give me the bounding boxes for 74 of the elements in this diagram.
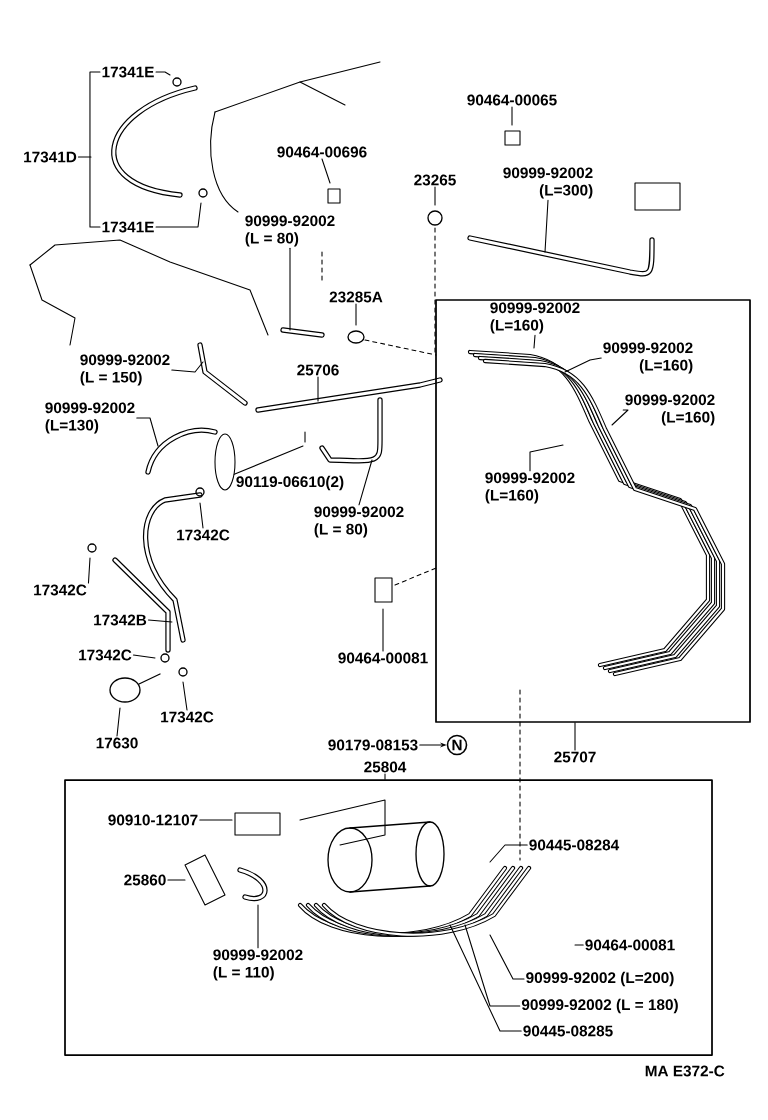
callout-number: 23265 (414, 174, 456, 186)
leader-line (136, 417, 159, 447)
callout-number: 90464-00065 (467, 94, 557, 106)
callout-number: 90445-08285 (523, 1025, 613, 1037)
callout-number: 25860 (124, 874, 166, 886)
leader-line (564, 357, 602, 373)
frame-box (64, 779, 713, 1056)
drawing-number: MA E372-C (645, 1065, 725, 1077)
leader-line (89, 71, 101, 228)
leader-line (155, 202, 202, 228)
leader-line (489, 844, 528, 863)
callout-number: 17342C (177, 529, 230, 541)
leader-line (434, 186, 436, 206)
leader-line (384, 773, 386, 780)
leader-line (449, 924, 522, 1032)
leader-line (77, 156, 92, 158)
callout-number: 17342C (34, 584, 87, 596)
leader-line (147, 619, 173, 623)
callout-number: 90464-00081 (585, 939, 675, 951)
callout-number: 17341E (102, 66, 154, 78)
callout-number: 90999-92002 (L=160) (485, 472, 575, 504)
callout-number: 90999-92002 (L=300) (503, 167, 593, 199)
leader-line (321, 158, 331, 184)
leader-line (182, 681, 188, 711)
leader-line (574, 722, 576, 751)
callout-number: 17342B (94, 614, 147, 626)
callout-number: 90464-00696 (277, 146, 367, 158)
callout-number: 90119-06610(2) (236, 475, 344, 491)
callout-number: 23285A (329, 291, 383, 303)
leader-line (358, 459, 373, 506)
leader-line (382, 608, 384, 652)
leader-line (199, 819, 233, 821)
leader-line (116, 707, 121, 737)
leader-line (317, 376, 319, 402)
callout-number: 90999-92002 (L=160) (603, 342, 693, 374)
leader-line (544, 199, 549, 253)
callout-number: 90445-08284 (529, 839, 620, 851)
frame-box (435, 299, 751, 723)
leader-line (529, 444, 564, 472)
leader-line (289, 247, 291, 331)
leader-line (464, 924, 521, 1007)
callout-number: 90999-92002 (L = 110) (213, 949, 303, 981)
callout-number: 90910-12107 (108, 814, 198, 826)
callout-number: 90999-92002 (L=200) (526, 971, 674, 987)
callout-number: 90999-92002 (L=160) (625, 394, 715, 426)
callout-number: 25804 (364, 761, 407, 773)
leader-line (167, 879, 186, 881)
leader-line (355, 303, 357, 326)
callout-number: 17342C (79, 649, 132, 661)
leader-line (87, 557, 91, 584)
callout-number: 25707 (554, 751, 596, 763)
callout-number: 90999-92002 (L = 180) (521, 998, 678, 1014)
callout-number: 90179-08153 (328, 739, 418, 751)
callout-number: 90999-92002 (L=160) (490, 302, 580, 334)
leader-line (574, 944, 584, 946)
callout-number: 17341E (102, 221, 154, 233)
callout-number: 90999-92002 (L=130) (45, 402, 135, 434)
leader-line (511, 106, 513, 126)
leader-line (155, 71, 171, 76)
leader-line (611, 409, 629, 426)
leader-line (171, 361, 204, 373)
leader-line (489, 934, 525, 980)
callout-number: 90999-92002 (L = 80) (314, 506, 404, 538)
callout-number: 90999-92002 (L = 80) (245, 215, 335, 247)
callout-number: 17342C (161, 711, 214, 723)
callout-number: 90999-92002 (L = 150) (80, 354, 170, 386)
leader-line (257, 904, 259, 949)
leader-line (533, 334, 536, 349)
leader-line (199, 502, 204, 529)
callout-number: 90464-00081 (338, 652, 428, 664)
callout-number: 17341D (24, 151, 77, 163)
callout-number: 17630 (96, 737, 138, 749)
leader-line (132, 654, 156, 659)
callout-number: 25706 (297, 364, 339, 376)
